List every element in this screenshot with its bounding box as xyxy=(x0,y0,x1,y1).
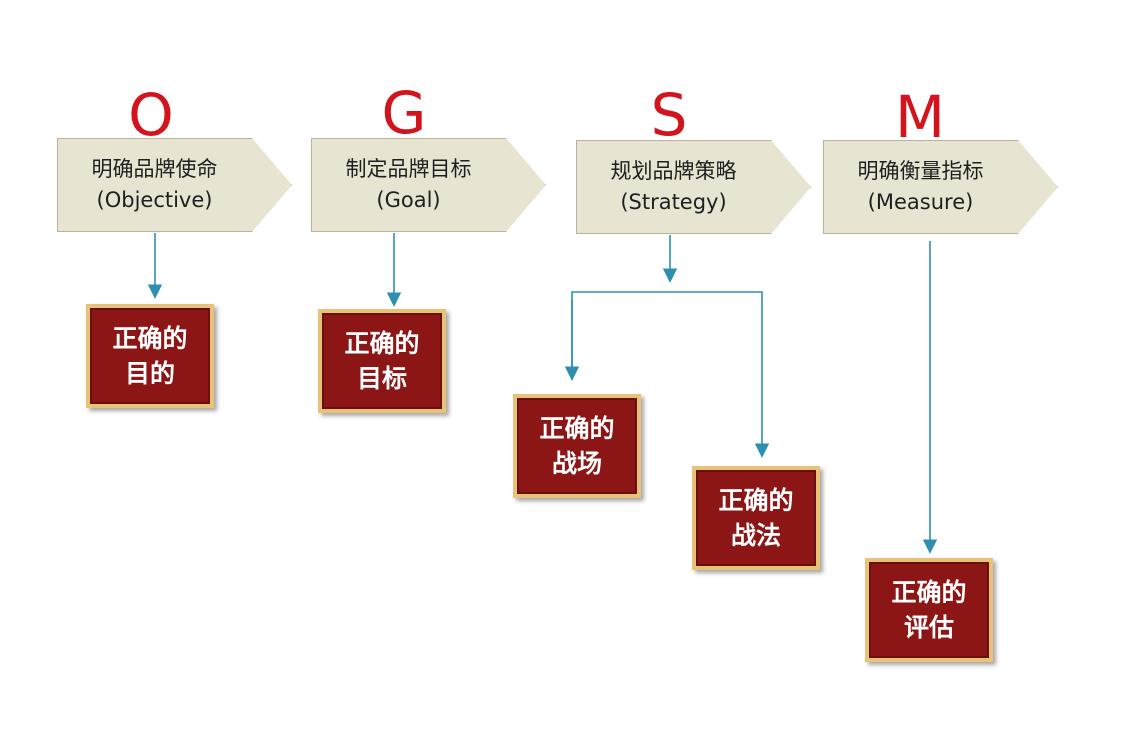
box-correct-target: 正确的 目标 xyxy=(318,309,446,413)
letter-m: M xyxy=(894,83,946,151)
box-correct-target-line1: 正确的 xyxy=(344,329,420,358)
box-correct-evaluation-line2: 评估 xyxy=(903,613,954,642)
chevron-strategy-title: 规划品牌策略 xyxy=(610,159,737,183)
chevron-objective: 明确品牌使命 (Objective) xyxy=(57,138,292,232)
chevron-strategy-subtitle: (Strategy) xyxy=(620,190,727,214)
letter-o: O xyxy=(128,81,174,149)
chevron-objective-subtitle: (Objective) xyxy=(96,188,213,212)
box-correct-target-line2: 目标 xyxy=(356,364,407,393)
box-correct-battlefield: 正确的 战场 xyxy=(513,394,641,498)
chevron-goal: 制定品牌目标 (Goal) xyxy=(311,138,546,232)
box-correct-battlefield-line2: 战场 xyxy=(551,449,602,478)
box-correct-purpose: 正确的 目的 xyxy=(86,304,214,408)
box-correct-tactics-line1: 正确的 xyxy=(718,486,794,515)
chevron-measure: 明确衡量指标 (Measure) xyxy=(823,140,1058,234)
chevron-measure-title: 明确衡量指标 xyxy=(857,159,984,183)
box-correct-purpose-line1: 正确的 xyxy=(112,324,188,353)
letter-s: S xyxy=(650,81,688,149)
box-correct-evaluation-line1: 正确的 xyxy=(891,578,967,607)
letter-g: G xyxy=(381,79,427,147)
chevron-strategy: 规划品牌策略 (Strategy) xyxy=(576,140,811,234)
chevron-goal-subtitle: (Goal) xyxy=(376,188,441,212)
box-correct-battlefield-line1: 正确的 xyxy=(539,414,615,443)
box-correct-tactics: 正确的 战法 xyxy=(692,466,820,570)
box-correct-evaluation: 正确的 评估 xyxy=(865,558,993,662)
chevron-objective-title: 明确品牌使命 xyxy=(91,157,218,181)
box-correct-purpose-line2: 目的 xyxy=(124,359,175,388)
box-correct-tactics-line2: 战法 xyxy=(730,521,781,550)
chevron-goal-title: 制定品牌目标 xyxy=(345,157,472,181)
chevron-measure-subtitle: (Measure) xyxy=(867,190,974,214)
